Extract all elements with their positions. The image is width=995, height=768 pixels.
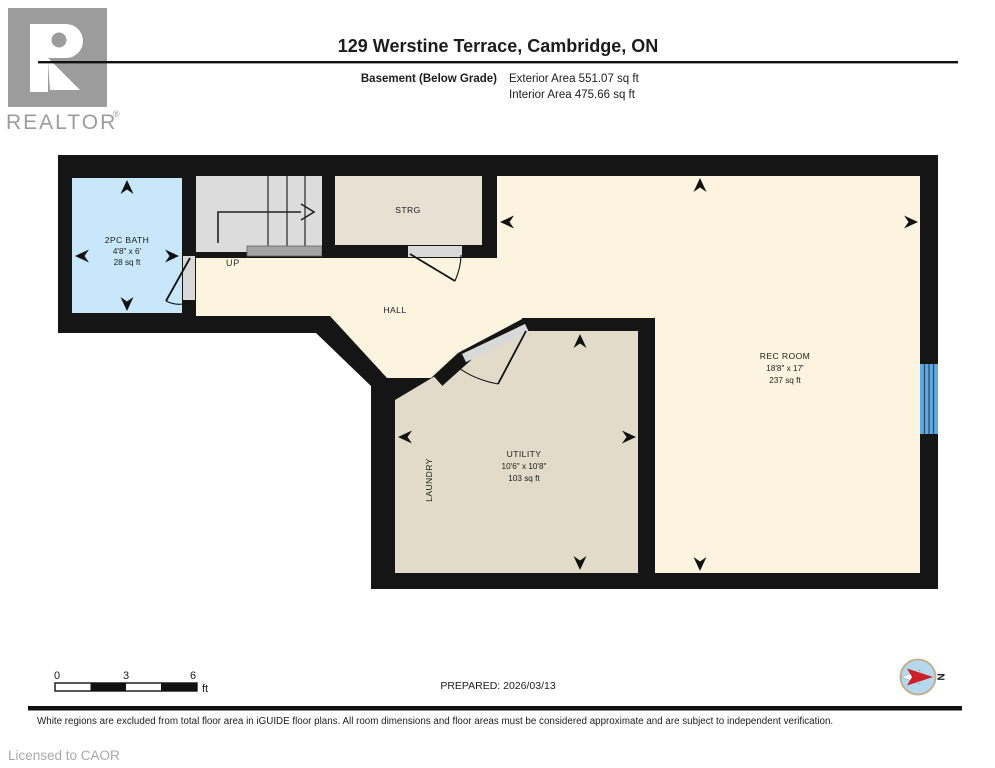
header-rule	[38, 61, 958, 64]
stair-direction-arrowhead-icon	[300, 203, 316, 221]
scale-unit: ft	[202, 683, 208, 695]
rec-room-dims: 18'8" x 17'	[766, 364, 804, 373]
scale-bar: 0 3 6 ft	[54, 670, 208, 695]
compass-north-label: N	[934, 673, 945, 680]
stairs-up-label: UP	[226, 258, 240, 268]
registered-mark: ®	[113, 109, 120, 119]
bath-door-opening	[183, 256, 195, 300]
page-title: 129 Werstine Terrace, Cambridge, ON	[338, 36, 658, 56]
laundry-name: LAUNDRY	[424, 458, 434, 502]
realtor-logo	[8, 8, 107, 107]
prepared-date: PREPARED: 2026/03/13	[440, 680, 556, 692]
storage-floor	[335, 176, 482, 245]
rec-room-name: REC ROOM	[760, 351, 810, 361]
bath-name: 2PC BATH	[105, 235, 150, 245]
brand-text: REALTOR	[6, 111, 117, 134]
stair-direction-arrow-icon	[217, 211, 301, 243]
bath-dims: 4'8" x 6'	[113, 247, 142, 256]
hall-name: HALL	[383, 305, 406, 315]
interior-area: Interior Area 475.66 sq ft	[509, 89, 636, 101]
utility-area: 103 sq ft	[508, 474, 540, 483]
door-swings	[165, 253, 527, 385]
utility-door-opening	[462, 323, 529, 363]
storage-door-leaf	[409, 253, 456, 282]
window	[920, 364, 938, 434]
rec-room-area: 237 sq ft	[769, 376, 801, 385]
utility-door-arc	[454, 364, 499, 385]
compass-needle-north	[907, 668, 933, 686]
bath-floor	[72, 178, 182, 313]
utility-floor	[395, 330, 638, 573]
disclaimer-text: White regions are excluded from total fl…	[37, 716, 833, 727]
bath-door-arc	[165, 300, 191, 305]
bath-door-leaf	[165, 257, 191, 302]
exterior-area: Exterior Area 551.07 sq ft	[509, 73, 640, 85]
footer-rule	[28, 706, 962, 711]
storage-name: STRG	[395, 205, 420, 215]
floor-label: Basement (Below Grade)	[361, 73, 497, 85]
scale-tick-0: 0	[54, 670, 60, 682]
scale-tick-6: 6	[190, 670, 196, 682]
utility-door-leaf	[497, 330, 527, 385]
utility-name: UTILITY	[507, 449, 542, 459]
storage-door-opening	[408, 246, 462, 257]
license-text: Licensed to CAOR	[8, 748, 120, 763]
room-labels: 2PC BATH 4'8" x 6' 28 sq ft UP STRG HALL…	[105, 205, 810, 502]
stairs-floor	[192, 176, 322, 252]
bath-area: 28 sq ft	[114, 258, 142, 267]
scale-tick-3: 3	[123, 670, 129, 682]
compass-icon: N	[899, 658, 945, 696]
interior-walls	[182, 155, 655, 589]
stair-landing	[246, 245, 323, 257]
storage-door-arc	[454, 254, 462, 282]
utility-dims: 10'6" x 10'8"	[502, 462, 547, 471]
hall-rec-floor	[196, 176, 920, 573]
staircase	[192, 176, 323, 257]
